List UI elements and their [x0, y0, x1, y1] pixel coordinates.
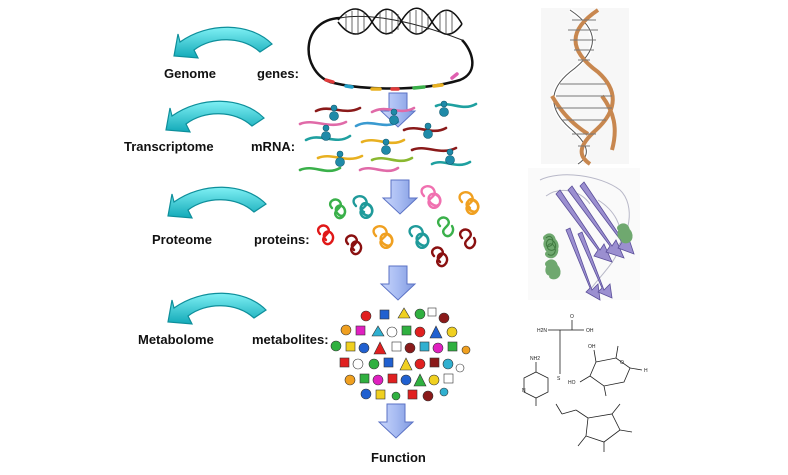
- down-arrow-3-icon: [380, 265, 416, 301]
- down-arrow-4-icon: [378, 403, 414, 439]
- svg-text:OH: OH: [588, 344, 596, 350]
- cycle-arrow-transcriptome-icon: [165, 100, 265, 133]
- svg-text:H: H: [644, 368, 648, 374]
- chemical-structures-illustration: H2N OH O S N NH2 OH HO O H: [518, 310, 660, 456]
- svg-text:OH: OH: [586, 328, 594, 334]
- label-metabolites: metabolites:: [252, 332, 329, 347]
- svg-text:S: S: [557, 376, 561, 382]
- dna-helix-icon: [541, 8, 629, 166]
- cycle-arrow-proteome-icon: [167, 186, 267, 219]
- label-function: Function: [371, 450, 426, 465]
- cycle-arrow-genome-icon: [173, 26, 273, 59]
- metabolites-cloud-illustration: [330, 307, 471, 402]
- genome-loop-illustration: [307, 7, 474, 91]
- svg-text:HO: HO: [568, 380, 576, 386]
- label-mrna: mRNA:: [251, 139, 295, 154]
- label-metabolome: Metabolome: [138, 332, 214, 347]
- label-genes: genes:: [257, 66, 299, 81]
- label-genome: Genome: [164, 66, 216, 81]
- svg-text:O: O: [570, 314, 574, 320]
- label-proteome: Proteome: [152, 232, 212, 247]
- svg-text:H2N: H2N: [537, 328, 547, 334]
- cycle-arrow-metabolome-icon: [167, 292, 267, 325]
- label-proteins: proteins:: [254, 232, 310, 247]
- label-transcriptome: Transcriptome: [124, 139, 214, 154]
- down-arrow-2-icon: [382, 179, 418, 215]
- svg-text:NH2: NH2: [530, 356, 540, 362]
- svg-text:O: O: [620, 360, 624, 366]
- proteins-illustration: [316, 185, 480, 268]
- protein-structure-icon: [528, 168, 640, 301]
- ribosome-dots: [321, 100, 455, 167]
- svg-text:N: N: [522, 388, 526, 394]
